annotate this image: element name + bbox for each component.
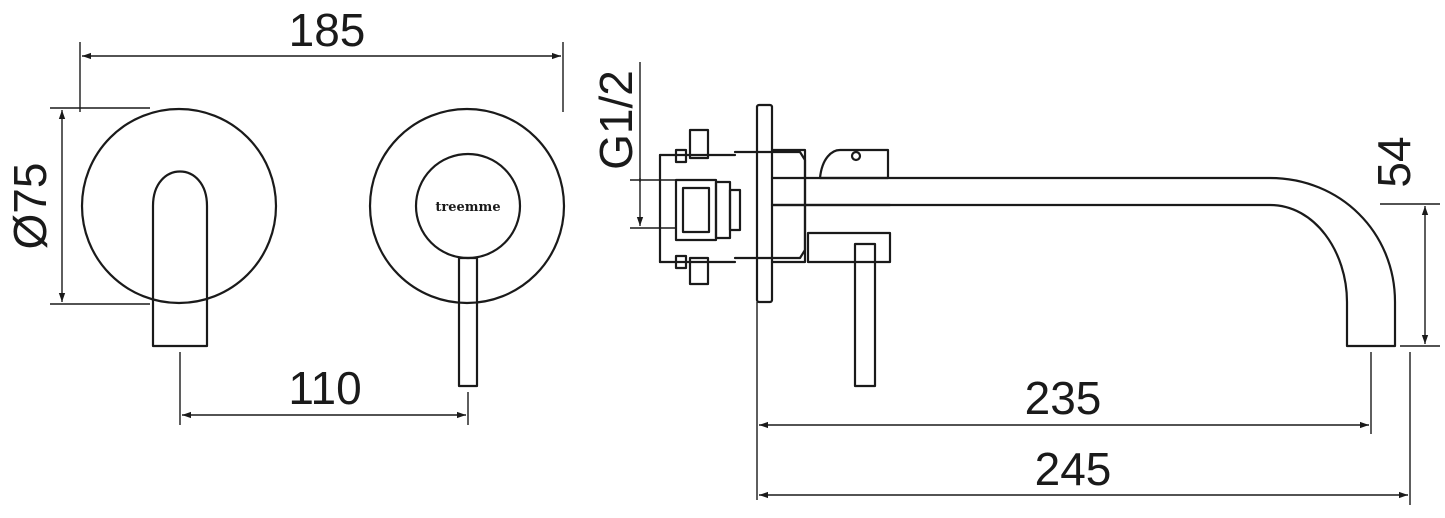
- dimension-185-label: 185: [289, 4, 366, 56]
- dimension-diameter: Ø75: [4, 107, 150, 305]
- mixer-lever: [457, 256, 479, 388]
- dimension-235: 235: [756, 302, 1372, 500]
- dimension-110: 110: [179, 352, 469, 425]
- front-spout: [151, 170, 209, 348]
- dimension-245-label: 245: [1035, 443, 1112, 495]
- dimension-thread: G1/2: [590, 62, 676, 229]
- brand-logo-text: treemme: [435, 200, 500, 215]
- side-view: [658, 103, 1397, 388]
- side-lever: [853, 242, 877, 388]
- dimension-54: 54: [1368, 136, 1440, 347]
- left-plate: [80, 107, 278, 305]
- dimension-245: 245: [759, 352, 1411, 505]
- dimension-185: 185: [79, 4, 564, 112]
- side-spout: [770, 176, 1397, 348]
- wall-plate-side: [755, 103, 774, 304]
- dimension-54-label: 54: [1368, 136, 1420, 187]
- dimension-thread-label: G1/2: [590, 70, 642, 170]
- right-plate: [368, 107, 566, 305]
- dimension-235-label: 235: [1025, 372, 1102, 424]
- front-view: treemme: [80, 107, 566, 388]
- dimension-diameter-label: Ø75: [4, 163, 56, 250]
- dimension-110-label: 110: [288, 362, 361, 414]
